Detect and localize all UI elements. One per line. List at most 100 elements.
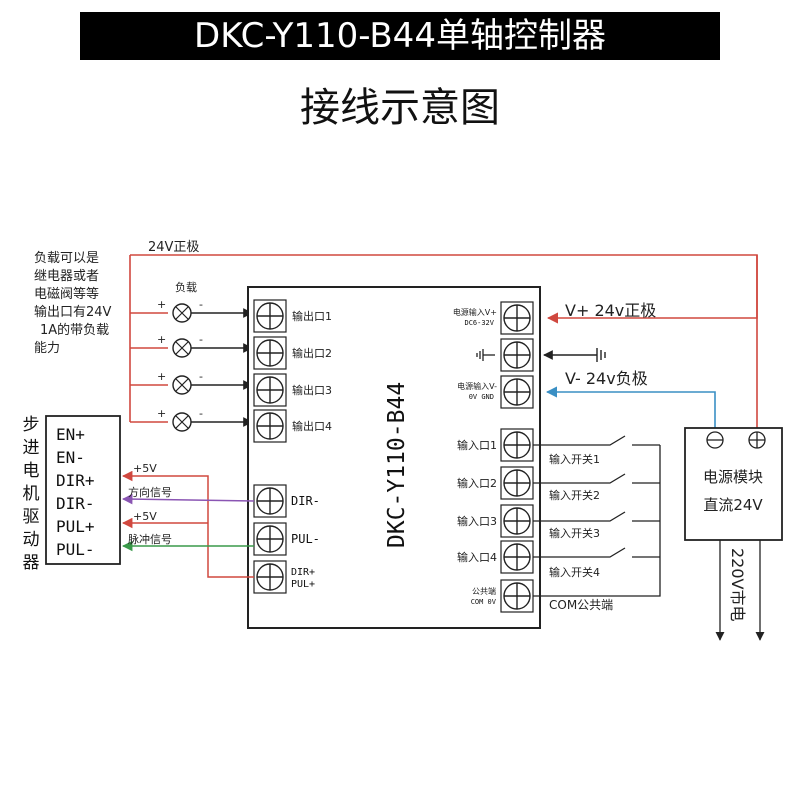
terminal-dir-minus[interactable] — [253, 484, 287, 518]
controller-model: DKC-Y110-B44 — [384, 382, 410, 548]
external-ground — [543, 348, 606, 362]
output-terminals — [253, 299, 287, 443]
driver-terminal-label: EN- — [56, 448, 85, 467]
input-switches — [533, 435, 661, 597]
pul-plus-label: PUL+ — [291, 579, 315, 590]
mains-wires — [715, 540, 765, 641]
terminal-power-minus[interactable] — [500, 375, 534, 409]
driver-signal-labels: +5V 方向信号 +5V 脉冲信号 — [128, 462, 172, 546]
driver-title-vertical: 步进电机驱动器 — [20, 414, 42, 575]
power-module-voltage: 直流24V — [703, 496, 763, 514]
terminal-pul-minus[interactable] — [253, 522, 287, 556]
mains-label: 220V市电 — [728, 548, 747, 622]
dir-minus-label: DIR- — [291, 494, 320, 508]
negative-24v-wire — [545, 386, 716, 430]
minus-mark: - — [199, 333, 203, 346]
plus5v-label: +5V — [133, 462, 157, 475]
output-labels: 输出口1 输出口2 输出口3 输出口4 — [292, 309, 332, 433]
minus-mark: - — [199, 370, 203, 383]
plus5v-label: +5V — [133, 510, 157, 523]
load-note: 负载可以是 继电器或者 电磁阀等等 输出口有24V 1A的带负载 能力 — [34, 251, 112, 356]
switch-label: 输入开关1 — [549, 452, 600, 466]
plus-mark: + — [157, 298, 166, 311]
power-range-label: DC6-32V — [464, 319, 494, 327]
vplus-label: V+ 24v正极 — [565, 301, 656, 320]
driver-terminal-label: DIR- — [56, 494, 95, 513]
load-note-line: 能力 — [34, 341, 60, 356]
ground-label: 0V GND — [469, 393, 494, 401]
com-label: COM公共端 — [549, 598, 613, 612]
power-module-terminals — [706, 431, 766, 449]
plus-mark: + — [157, 333, 166, 346]
minus-mark: - — [199, 407, 203, 420]
load-lamp-3 — [172, 375, 253, 395]
load-lamp-4 — [172, 412, 253, 432]
input-terminals — [500, 428, 534, 613]
common-label: 公共端 — [472, 586, 496, 596]
power-module-title: 电源模块 — [703, 468, 763, 486]
positive-24v-label: 24V正极 — [148, 240, 199, 255]
output-label: 输出口3 — [292, 383, 332, 397]
driver-box — [45, 415, 121, 565]
output-label: 输出口1 — [292, 309, 332, 323]
plus-mark: + — [157, 370, 166, 383]
driver-title-text: 步进电机驱动器 — [22, 415, 40, 573]
terminal-ground[interactable] — [500, 338, 534, 372]
load-note-line: 输出口有24V — [34, 304, 112, 320]
plus-mark: + — [157, 407, 166, 420]
terminal-common[interactable] — [500, 579, 534, 613]
diagram-subtitle: 接线示意图 — [300, 85, 500, 131]
ground-icon — [476, 349, 495, 361]
load-lamp-1 — [172, 303, 253, 323]
switch-label: 输入开关4 — [549, 565, 600, 579]
direction-signal-wire — [121, 493, 255, 505]
power-minus-label: 电源输入V- — [457, 381, 497, 391]
load-note-line: 负载可以是 — [34, 251, 99, 266]
driver-terminal-label: PUL+ — [56, 517, 95, 536]
power-terminals — [500, 301, 534, 409]
driver-terminal-label: EN+ — [56, 425, 85, 444]
input-label: 输入口1 — [457, 438, 497, 452]
controller-box — [247, 286, 541, 629]
terminal-output-4[interactable] — [253, 409, 287, 443]
input-label: 输入口2 — [457, 476, 497, 490]
driver-terminal-labels: EN+ EN- DIR+ DIR- PUL+ PUL- — [56, 425, 95, 559]
dir-plus-wire — [121, 470, 254, 578]
lamp-polarity-marks: + - + - + - + - — [157, 298, 203, 420]
pulse-signal-label: 脉冲信号 — [128, 532, 172, 546]
terminal-input-2[interactable] — [500, 466, 534, 500]
terminal-output-3[interactable] — [253, 373, 287, 407]
title-bar: DKC-Y110-B44单轴控制器 — [80, 12, 720, 60]
direction-signal-label: 方向信号 — [128, 485, 172, 499]
power-plus-label: 电源输入V+ — [453, 307, 497, 317]
terminal-output-1[interactable] — [253, 299, 287, 333]
load-lamps — [172, 303, 253, 432]
driver-terminal-label: DIR+ — [56, 471, 95, 490]
positive-24v-wire — [129, 254, 758, 430]
load-note-line: 电磁阀等等 — [34, 286, 99, 302]
switch-label: 输入开关3 — [549, 526, 600, 540]
pul-minus-label: PUL- — [291, 532, 320, 546]
vminus-label: V- 24v负极 — [565, 369, 648, 388]
load-label: 负载 — [175, 280, 197, 294]
terminal-dir-pul-plus[interactable] — [253, 560, 287, 594]
power-module-box — [684, 427, 783, 541]
terminal-input-3[interactable] — [500, 504, 534, 538]
terminal-power-plus[interactable] — [500, 301, 534, 335]
dir-plus-label: DIR+ — [291, 567, 315, 578]
load-note-line: 1A的带负载 — [40, 322, 109, 338]
common-0v-label: COM 0V — [471, 598, 497, 606]
output-label: 输出口4 — [292, 419, 332, 433]
signal-terminals — [253, 484, 287, 594]
terminal-output-2[interactable] — [253, 336, 287, 370]
page-title: DKC-Y110-B44单轴控制器 — [194, 16, 606, 56]
driver-terminal-label: PUL- — [56, 540, 95, 559]
terminal-input-1[interactable] — [500, 428, 534, 462]
input-labels: 输入口1 输入口2 输入口3 输入口4 — [457, 438, 497, 564]
terminal-input-4[interactable] — [500, 540, 534, 574]
minus-mark: - — [199, 298, 203, 311]
output-label: 输出口2 — [292, 346, 332, 360]
switch-label: 输入开关2 — [549, 488, 600, 502]
switch-labels: 输入开关1 输入开关2 输入开关3 输入开关4 — [549, 452, 600, 579]
